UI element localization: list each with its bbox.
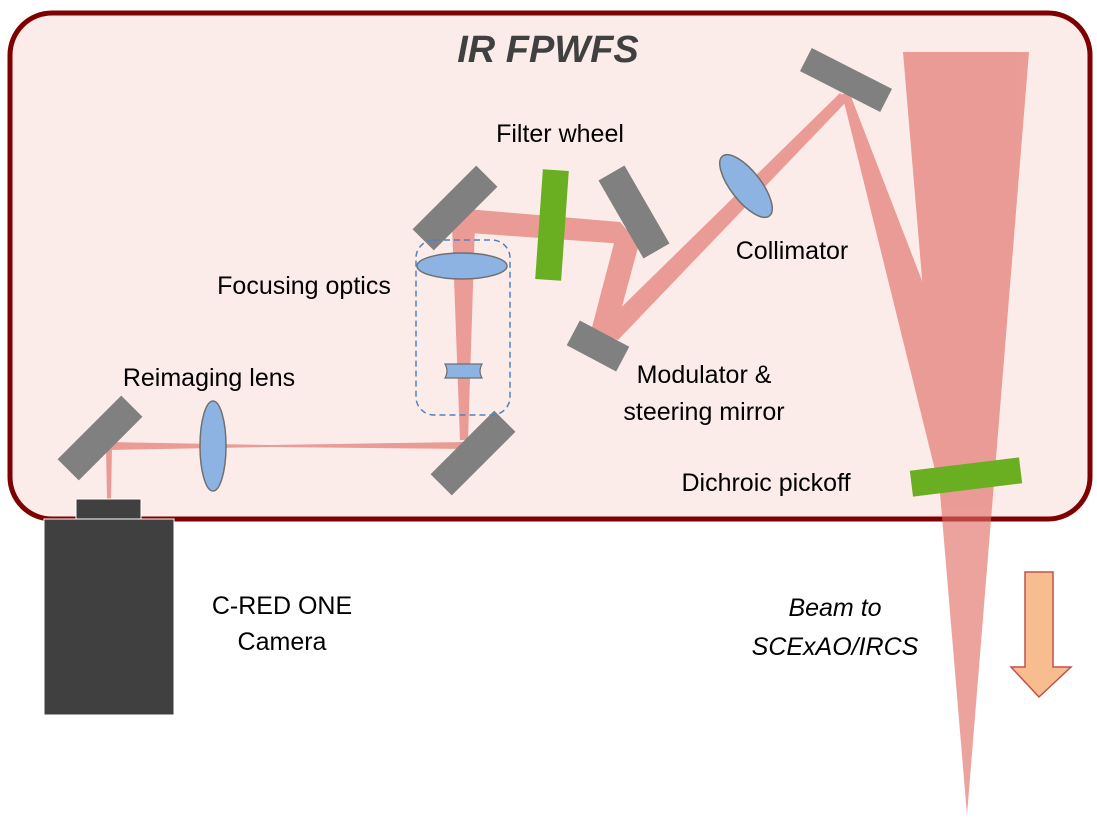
label-reimaging-lens: Reimaging lens xyxy=(123,364,295,392)
collimator-lens xyxy=(719,153,773,219)
dichroic-pickoff-element xyxy=(909,457,1023,497)
label-filter-wheel: Filter wheel xyxy=(496,120,624,148)
label-modulator-line1: Modulator & xyxy=(637,361,772,389)
focusing-lens xyxy=(416,252,508,280)
filter-side-fold-mirror xyxy=(598,165,670,259)
label-camera-line2: Camera xyxy=(238,628,327,656)
label-camera-line1: C-RED ONE xyxy=(212,592,352,620)
upper-left-fold-mirror xyxy=(412,165,498,251)
camera-feed-beam xyxy=(106,446,112,500)
camera-fold-mirror xyxy=(57,395,143,481)
camera-body xyxy=(43,518,175,716)
label-dichroic-pickoff: Dichroic pickoff xyxy=(681,469,850,497)
reimaging-lens xyxy=(199,400,227,492)
mirrors xyxy=(57,47,892,496)
beam-direction-arrow-icon xyxy=(1009,571,1073,699)
camera-head xyxy=(75,498,142,520)
focusing-negative-lens xyxy=(443,363,484,379)
camera xyxy=(43,498,175,716)
reimaging-beam xyxy=(108,442,466,450)
label-beam-line2: SCExAO/IRCS xyxy=(752,633,919,661)
focusing-optics-group xyxy=(415,239,511,416)
modulator-steering-mirror xyxy=(566,320,630,372)
label-collimator: Collimator xyxy=(736,237,849,265)
label-focusing-optics: Focusing optics xyxy=(217,272,391,300)
label-beam-line1: Beam to xyxy=(788,594,881,622)
diagram-title: IR FPWFS xyxy=(457,29,639,71)
label-modulator-line2: steering mirror xyxy=(623,398,784,426)
beam-paths xyxy=(106,52,1029,815)
lower-right-fold-mirror xyxy=(430,410,516,496)
filter-wheel-element xyxy=(535,169,569,281)
collimated-beam xyxy=(596,93,848,340)
modulator-to-fold-beam xyxy=(590,228,640,340)
pickoff-to-dichroic-beam xyxy=(842,94,995,470)
pickoff-mirror xyxy=(800,47,892,113)
